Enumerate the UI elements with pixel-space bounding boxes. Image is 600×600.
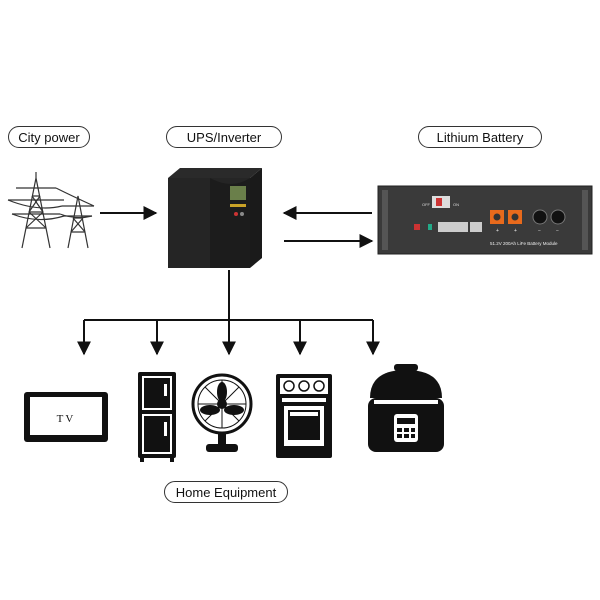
ups-display bbox=[230, 186, 246, 200]
refrigerator-icon bbox=[138, 372, 176, 462]
negative-terminal bbox=[532, 209, 548, 225]
city-power-label: City power bbox=[8, 126, 90, 148]
ups-inverter-label: UPS/Inverter bbox=[166, 126, 282, 148]
svg-text:−: − bbox=[556, 228, 559, 234]
svg-text:−: − bbox=[538, 228, 541, 234]
distribution-lines bbox=[77, 270, 380, 356]
lithium-battery-label: Lithium Battery bbox=[418, 126, 542, 148]
desk-fan-icon bbox=[191, 373, 253, 452]
battery-module-icon: OFF ON + + − − 51.2V 200Ah LiFe Battery … bbox=[377, 185, 593, 255]
tv-icon: TV bbox=[24, 392, 108, 442]
transmission-tower-icon bbox=[7, 172, 95, 249]
oven-icon bbox=[276, 374, 332, 458]
breaker-off-label: OFF bbox=[422, 202, 431, 207]
negative-terminal bbox=[550, 209, 566, 225]
battery-module-text: 51.2V 200Ah LiFe Battery Module bbox=[490, 241, 558, 246]
svg-text:+: + bbox=[514, 228, 517, 234]
ups-inverter-icon bbox=[168, 168, 262, 268]
svg-text:+: + bbox=[496, 228, 499, 234]
home-equipment-label: Home Equipment bbox=[164, 481, 288, 503]
breaker-on-label: ON bbox=[453, 202, 459, 207]
tv-label: TV bbox=[57, 413, 76, 425]
rice-cooker-icon bbox=[368, 364, 444, 452]
